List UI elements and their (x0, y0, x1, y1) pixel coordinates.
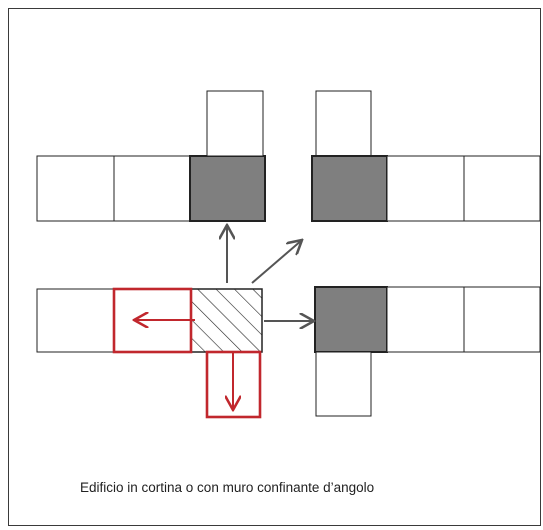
figure-frame (8, 8, 541, 526)
block-top-left-upper (206, 90, 264, 157)
block-bottom-right-lower (315, 351, 372, 417)
block-bottom-left-1 (36, 288, 115, 353)
block-top-right-3 (463, 155, 541, 222)
block-top-right-shaded (311, 155, 388, 222)
block-top-right-2 (386, 155, 465, 222)
block-bottom-right-3 (463, 286, 541, 353)
figure-caption: Edificio in cortina o con muro confinant… (80, 480, 375, 495)
block-top-left-shaded (189, 155, 266, 222)
block-top-left-1 (36, 155, 115, 222)
block-bottom-right-shaded (314, 286, 388, 353)
arrow-diagonal-icon (251, 240, 302, 284)
block-top-right-upper (315, 90, 372, 157)
block-hatched-center (190, 288, 263, 353)
block-top-left-2 (113, 155, 192, 222)
block-bottom-right-2 (386, 286, 465, 353)
